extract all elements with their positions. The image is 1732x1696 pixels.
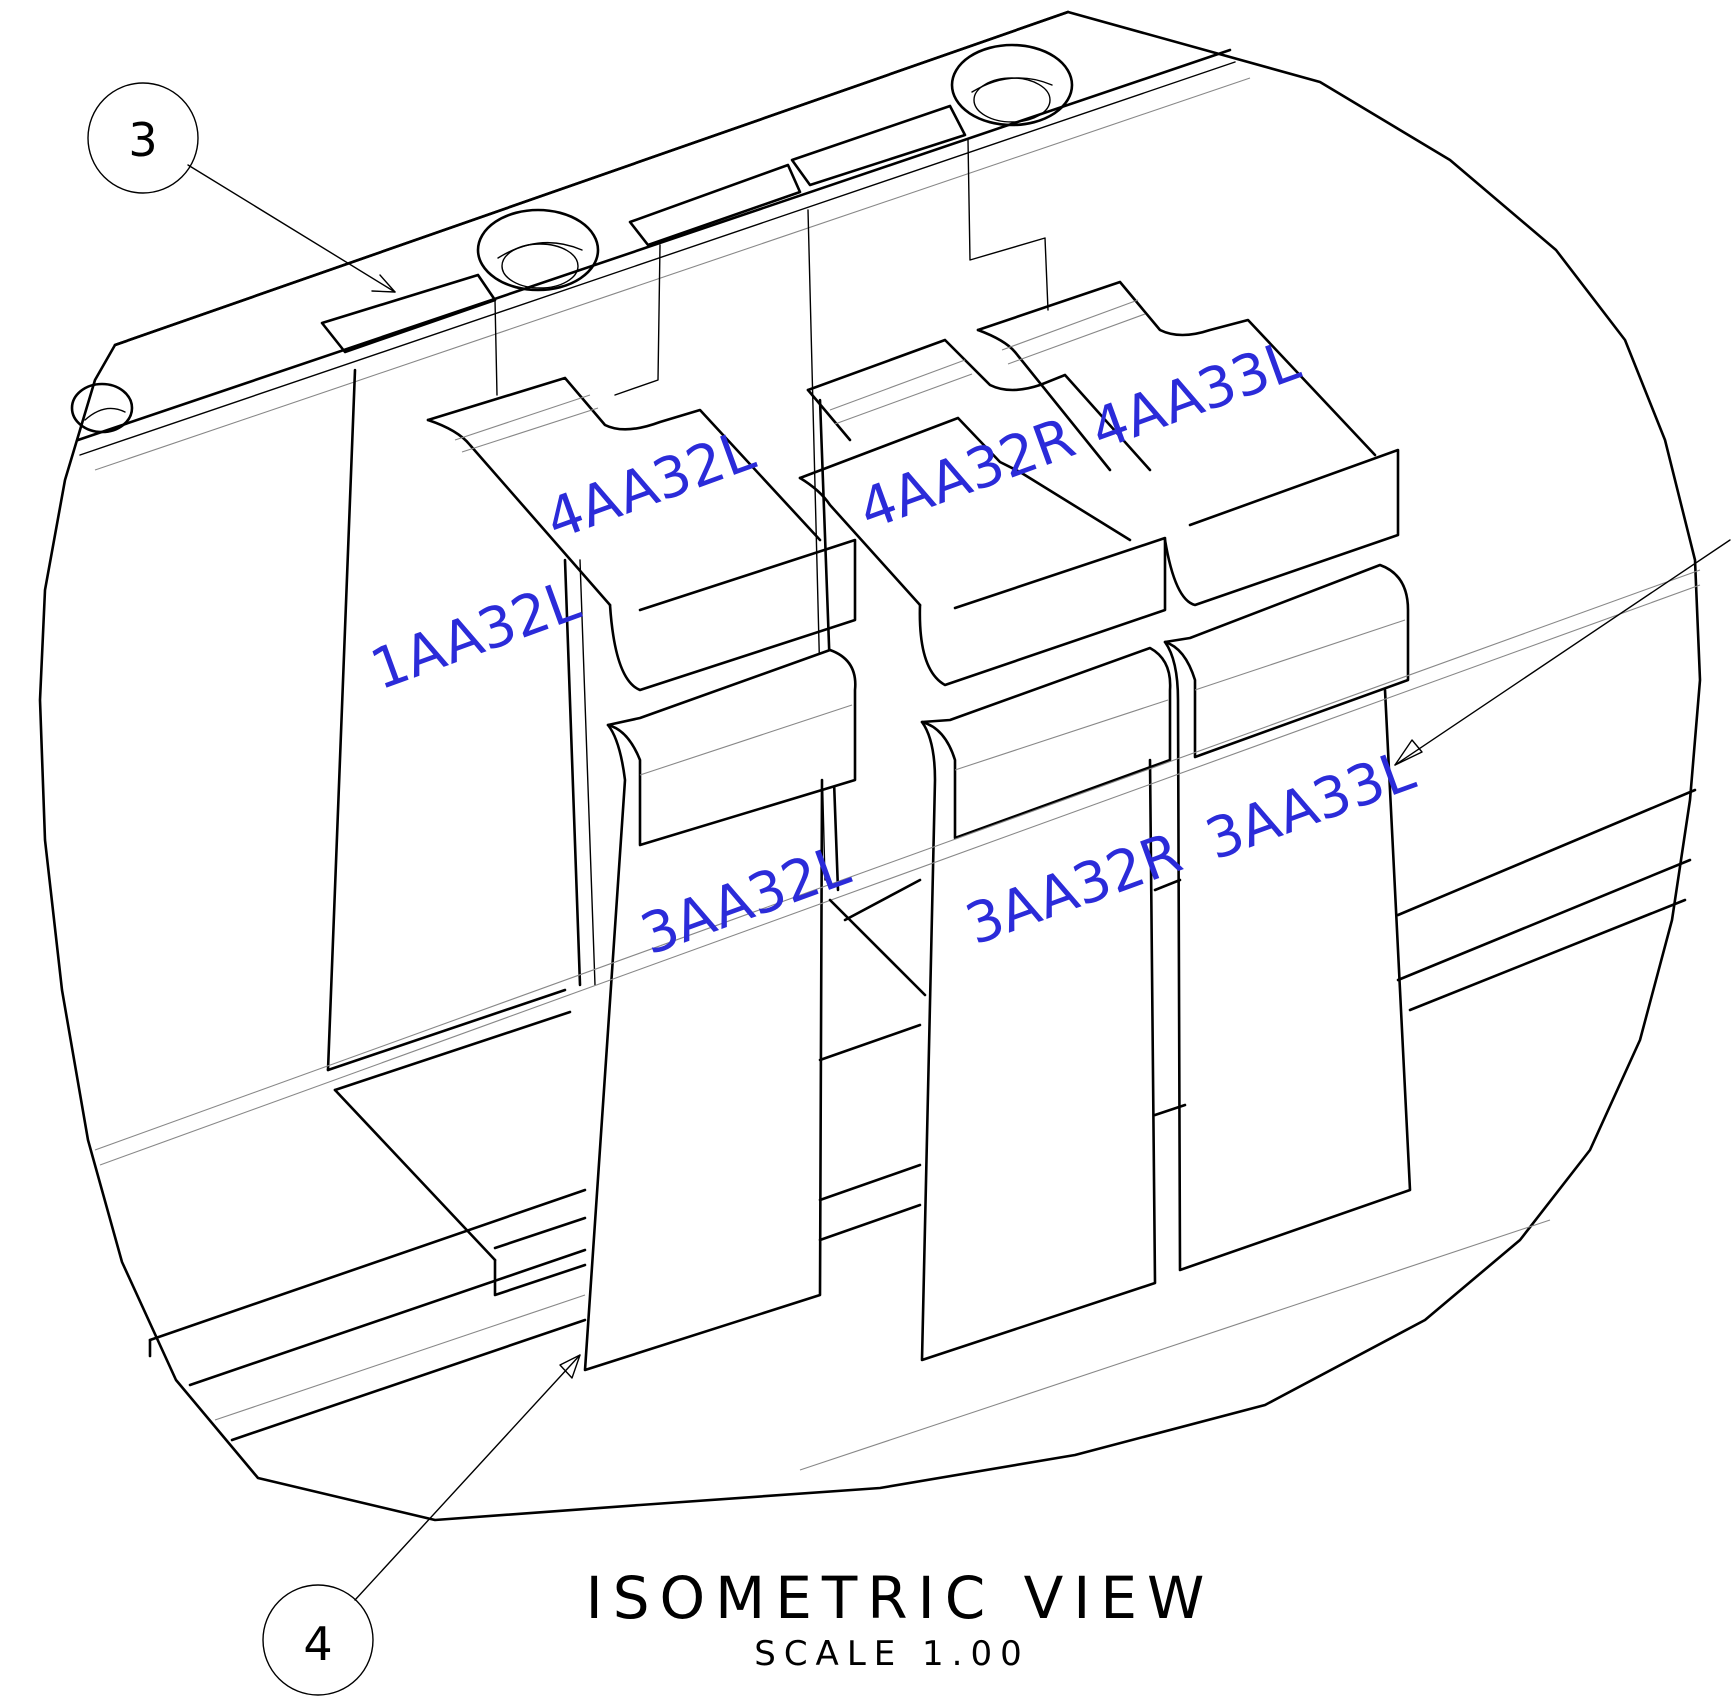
uprights [563,139,1049,987]
label-3aa32l: 3AA32L [633,833,858,968]
tab-4aa32l [426,376,857,692]
label-2aa32l: 2AA32L [423,1073,648,1208]
tab-4aa33l [976,280,1400,607]
tab-3aa32l [583,648,857,1372]
label-1aa32l: 1AA32L [363,568,588,703]
callout-3: 3 [87,82,396,293]
label-4aa32l: 4AA32L [538,418,763,553]
view-scale: SCALE 1.00 [754,1634,1030,1674]
hole-middle [476,208,600,292]
callout-right-leader [1394,539,1731,766]
tab-3aa32r [920,646,1172,1362]
label-4aa33l: 4AA33L [1083,328,1308,463]
hole-left [70,382,134,434]
label-3aa33l: 3AA33L [1198,738,1423,873]
callout-4-leader [354,1354,581,1601]
tab-4aa32r [798,338,1167,687]
detail-boundary [38,10,1702,1522]
lower-rails [94,569,1701,1471]
top-rail [76,10,1251,471]
rail-slots [320,104,967,354]
callout-4-number: 4 [303,1617,332,1671]
hole-right [950,43,1074,127]
tab-3aa33l [1163,563,1412,1272]
label-2aa32r: 2R [805,992,897,1079]
plate-1aa32l [326,299,567,1072]
callout-4: 4 [262,1354,581,1696]
view-title: ISOMETRIC VIEW [586,1564,1215,1632]
callout-3-number: 3 [128,113,157,167]
callout-3-leader [187,164,396,293]
